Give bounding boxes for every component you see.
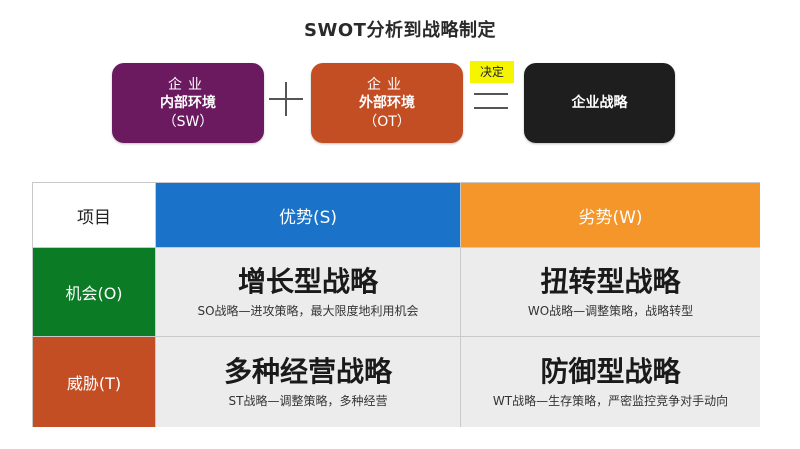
equals-icon: [474, 93, 508, 111]
cell-so-desc: SO战略—进攻策略，最大限度地利用机会: [197, 304, 419, 318]
row-threats: 威胁(T): [33, 337, 156, 427]
cell-st: 多种经营战略 ST战略—调整策略，多种经营: [156, 337, 461, 427]
plus-icon: [269, 82, 303, 116]
page-title: SWOT分析到战略制定: [304, 20, 496, 41]
cell-wt-title: 防御型战略: [540, 355, 681, 388]
sw-box-line3: （SW）: [162, 113, 214, 130]
row-opportunities: 机会(O): [33, 248, 156, 337]
header-strengths: 优势(S): [156, 183, 461, 248]
header-item-label: 项目: [77, 207, 111, 228]
cell-st-title: 多种经营战略: [223, 355, 392, 388]
internal-environment-box: 企业 内部环境 （SW）: [112, 63, 264, 143]
sw-box-line1: 企业: [168, 76, 208, 93]
header-strengths-label: 优势(S): [278, 207, 338, 228]
external-environment-box: 企业 外部环境 （OT）: [311, 63, 463, 143]
row-opportunities-label: 机会(O): [65, 284, 123, 303]
enterprise-strategy-box: 企业战略: [524, 63, 675, 143]
swot-matrix: 项目 优势(S) 劣势(W) 机会(O) 增长型战略 SO战略—进攻策略，最大限…: [32, 182, 760, 427]
cell-so: 增长型战略 SO战略—进攻策略，最大限度地利用机会: [156, 248, 461, 337]
cell-wt-desc: WT战略—生存策略，严密监控竞争对手动向: [492, 394, 729, 408]
cell-so-title: 增长型战略: [237, 265, 378, 298]
decide-label: 决定: [470, 61, 514, 83]
header-weaknesses: 劣势(W): [461, 183, 760, 248]
cell-wo-desc: WO战略—调整策略，战略转型: [527, 304, 694, 318]
cell-wt: 防御型战略 WT战略—生存策略，严密监控竞争对手动向: [461, 337, 760, 427]
strategy-box-label: 企业战略: [571, 94, 628, 111]
cell-wo-title: 扭转型战略: [540, 265, 681, 298]
row-threats-label: 威胁(T): [66, 374, 122, 393]
sw-box-line2: 内部环境: [160, 94, 216, 111]
header-weaknesses-label: 劣势(W): [578, 207, 643, 228]
ot-box-line3: （OT）: [363, 113, 411, 130]
ot-box-line1: 企业: [367, 76, 407, 93]
ot-box-line2: 外部环境: [359, 94, 415, 111]
cell-wo: 扭转型战略 WO战略—调整策略，战略转型: [461, 248, 760, 337]
header-item: 项目: [33, 183, 156, 248]
cell-st-desc: ST战略—调整策略，多种经营: [228, 394, 388, 408]
